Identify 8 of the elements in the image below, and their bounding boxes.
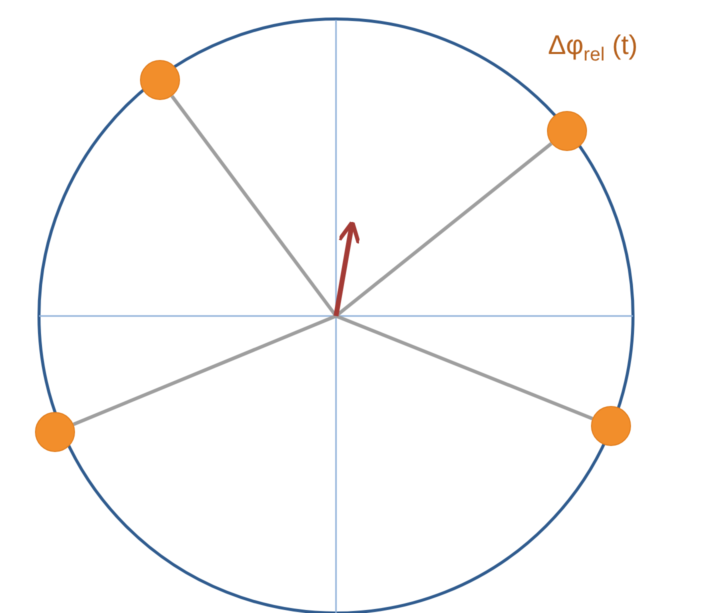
spoke-line	[170, 94, 338, 318]
spoke-line	[335, 314, 594, 420]
phase-label: Δφ$_{rel}$ (t)	[548, 30, 638, 66]
circle-marker	[35, 412, 75, 452]
spoke-line	[72, 314, 337, 426]
circle-marker	[140, 60, 180, 100]
circle-marker	[547, 111, 587, 151]
circle-marker	[591, 406, 631, 446]
